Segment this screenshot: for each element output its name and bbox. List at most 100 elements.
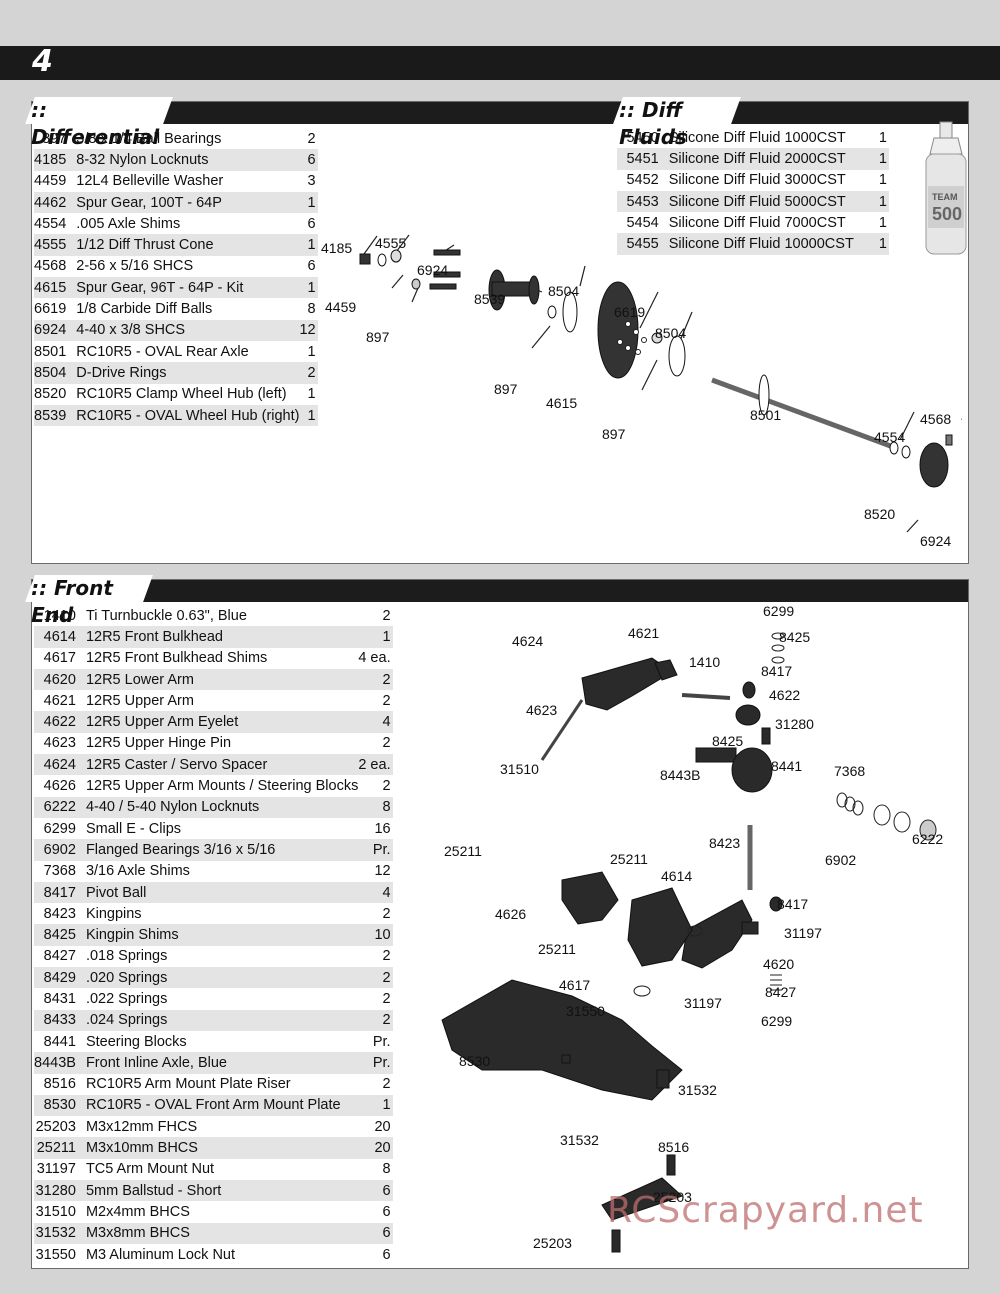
part-name: 1/12 Diff Thrust Cone <box>76 234 300 256</box>
part-number: 8423 <box>43 905 76 922</box>
part-qty: 12 <box>299 319 318 341</box>
callout-label: 25203 <box>533 1235 572 1251</box>
part-qty: 1 <box>299 404 318 427</box>
callout-label: 8425 <box>779 629 810 645</box>
part-name: .022 Springs <box>85 990 168 1007</box>
part-number: 8516 <box>43 1076 76 1093</box>
part-number: 5454 <box>626 214 659 231</box>
part-name: 12R5 Front Bulkhead <box>85 626 359 648</box>
callout-label: 8427 <box>765 984 796 1000</box>
part-qty: 2 <box>358 1009 393 1031</box>
part-name: 12R5 Lower Arm <box>85 668 359 691</box>
part-number: 4614 <box>34 626 86 648</box>
part-number: 6924 <box>34 319 77 341</box>
part-name: M3x12mm FHCS <box>85 1118 198 1135</box>
part-qty: 12 <box>374 863 391 880</box>
callout-label: 897 <box>494 381 518 397</box>
part-name: 3/16 Axle Shims <box>85 863 190 880</box>
part-name: Silicone Diff Fluid 5000CST <box>668 190 865 213</box>
part-qty: 2 ea. <box>358 754 393 776</box>
callout-label: 8417 <box>761 663 792 679</box>
part-name: 12R5 Upper Hinge Pin <box>85 735 232 752</box>
part-number: 25203 <box>35 1118 76 1135</box>
part-name: 12R5 Caster / Servo Spacer <box>85 754 359 776</box>
part-name: RC10R5 - OVAL Front Arm Mount Plate <box>85 1094 359 1117</box>
part-qty: 2 <box>358 967 393 989</box>
part-name: 1/8 Carbide Diff Balls <box>76 301 213 318</box>
part-name: M3x8mm BHCS <box>85 1222 359 1244</box>
part-number: 5453 <box>617 190 669 213</box>
part-qty: 1 <box>299 234 318 256</box>
part-number: 5455 <box>617 233 669 255</box>
part-qty: 4 <box>358 881 393 904</box>
callout-label: 8443B <box>660 767 700 783</box>
front-end-exploded-diagram <box>441 632 937 1253</box>
callout-label: 7368 <box>834 763 865 779</box>
part-name: D-Drive Rings <box>76 362 300 384</box>
part-qty: 2 <box>382 692 391 709</box>
callout-label: 8441 <box>771 758 802 774</box>
part-name: 2-56 x 5/16 SHCS <box>76 258 194 275</box>
part-number: 4623 <box>43 735 76 752</box>
bottle-brand: TEAM <box>932 192 958 202</box>
callout-label: 4617 <box>559 977 590 993</box>
part-qty: Pr. <box>358 1052 393 1074</box>
part-number: 4620 <box>34 668 86 691</box>
part-name: 12R5 Front Bulkhead Shims <box>85 650 268 667</box>
part-name: .018 Springs <box>85 948 168 965</box>
part-number: 31532 <box>34 1222 86 1244</box>
part-qty: 6 <box>307 215 316 232</box>
callout-label: 1410 <box>689 654 720 670</box>
part-qty: 4 <box>358 711 393 733</box>
part-number: 4568 <box>34 258 67 275</box>
part-number: 8443B <box>34 1052 86 1074</box>
part-number: 8501 <box>34 343 67 360</box>
part-qty: 2 <box>382 990 391 1007</box>
part-name: TC5 Arm Mount Nut <box>85 1161 215 1178</box>
callout-label: 4554 <box>874 429 905 445</box>
page-number: 4 <box>32 44 53 79</box>
part-number: 8429 <box>34 967 86 989</box>
callout-label: 31532 <box>678 1082 717 1098</box>
part-name: Silicone Diff Fluid 3000CST <box>668 172 846 189</box>
callout-label: 8520 <box>864 506 895 522</box>
part-qty: 2 <box>299 362 318 384</box>
part-number: 31550 <box>35 1246 76 1263</box>
callout-label: 8417 <box>777 896 808 912</box>
diff-fluid-bottle: TEAM 500 <box>925 121 967 255</box>
callout-label: 31197 <box>684 995 722 1011</box>
callout-label: 6299 <box>761 1013 792 1029</box>
part-name: .005 Axle Shims <box>76 215 181 232</box>
part-name: RC10R5 Arm Mount Plate Riser <box>85 1076 291 1093</box>
part-qty: 6 <box>382 1246 391 1263</box>
callout-label: 6924 <box>417 262 448 278</box>
part-qty: 10 <box>358 924 393 946</box>
part-name: Kingpins <box>85 905 142 922</box>
part-name: M3x10mm BHCS <box>85 1137 359 1159</box>
part-number: 4621 <box>43 692 76 709</box>
part-number: 7368 <box>43 863 76 880</box>
